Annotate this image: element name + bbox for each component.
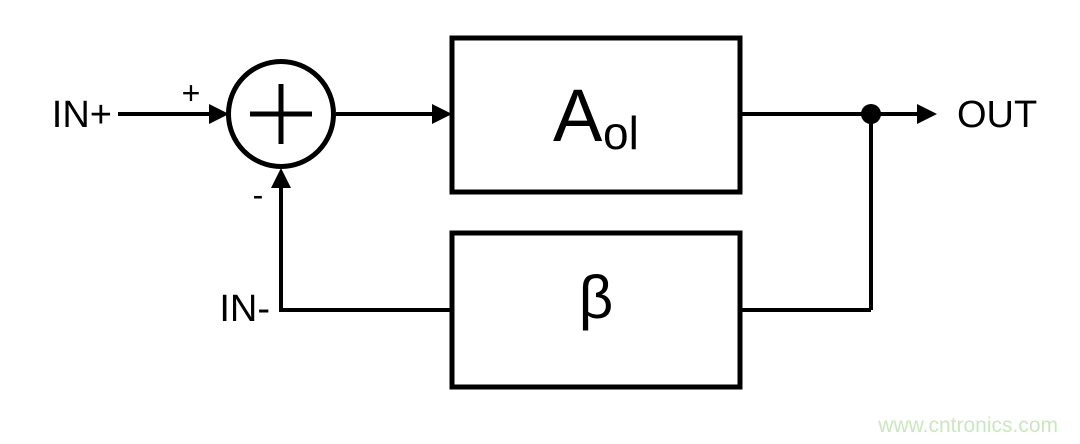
gain-block-label: A [553, 74, 603, 157]
summing-positive-sign: + [182, 75, 201, 111]
gain-input-arrowhead-icon [432, 104, 452, 124]
feedback-arrowhead-icon [271, 168, 291, 188]
summing-junction-icon [226, 59, 336, 169]
gain-block-subscript: ol [603, 107, 639, 159]
input-positive-label: IN+ [52, 94, 112, 136]
input-arrowhead-icon [209, 104, 229, 124]
watermark-text: www.cntronics.com [877, 414, 1058, 437]
summing-negative-sign: - [253, 177, 264, 213]
feedback-block-label: β [579, 264, 614, 331]
summing-junction-circle [226, 59, 336, 169]
input-negative-label: IN- [219, 288, 270, 330]
feedback-block [449, 230, 743, 390]
output-arrowhead-icon [917, 104, 937, 124]
gain-block [449, 35, 743, 195]
output-label: OUT [957, 94, 1037, 136]
